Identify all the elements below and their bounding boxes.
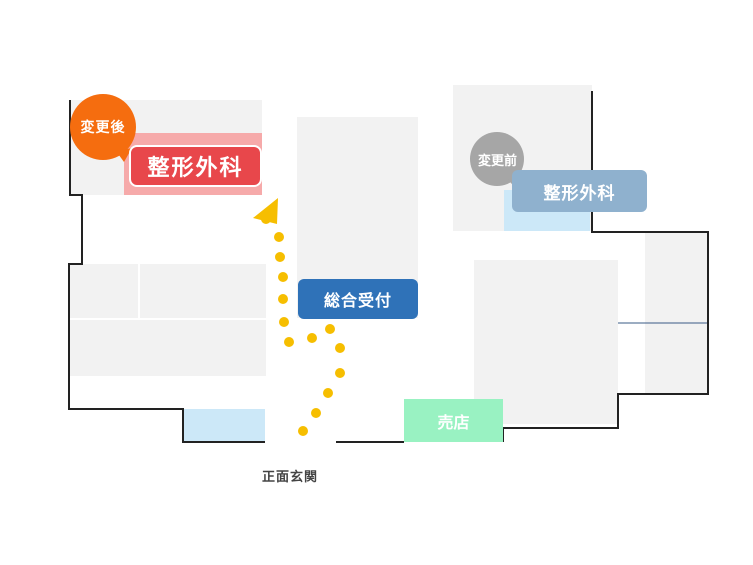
badge-before: 変更前 <box>477 154 517 169</box>
wall-left <box>68 100 265 443</box>
ortho-old-label: 整形外科 <box>512 170 647 212</box>
room-left-lower <box>70 320 266 376</box>
wall-right <box>502 91 709 442</box>
badge-after: 変更後 <box>80 120 126 136</box>
route-dot <box>325 324 335 334</box>
route-dot <box>298 426 308 436</box>
room-right-center <box>474 260 618 424</box>
route-dot <box>275 252 285 262</box>
route-dot <box>278 272 288 282</box>
route-dot <box>307 333 317 343</box>
route-dot <box>284 337 294 347</box>
room-left-upper-b <box>140 264 266 318</box>
room-right-edge <box>645 232 708 394</box>
route-dot <box>323 388 333 398</box>
badge-after-shape <box>70 94 136 162</box>
route-arrow-icon <box>253 198 278 224</box>
route-dot <box>335 343 345 353</box>
reception-label: 総合受付 <box>298 279 418 319</box>
route-dot <box>279 317 289 327</box>
ortho-new-label: 整形外科 <box>129 145 262 187</box>
route-dot <box>274 232 284 242</box>
shop-label: 売店 <box>404 399 503 442</box>
room-blue-small <box>183 409 265 442</box>
entrance-label: 正面玄関 <box>261 470 318 485</box>
room-left-upper-a <box>70 264 138 318</box>
route-dot <box>335 368 345 378</box>
route-dot <box>278 294 288 304</box>
route-dot <box>311 408 321 418</box>
